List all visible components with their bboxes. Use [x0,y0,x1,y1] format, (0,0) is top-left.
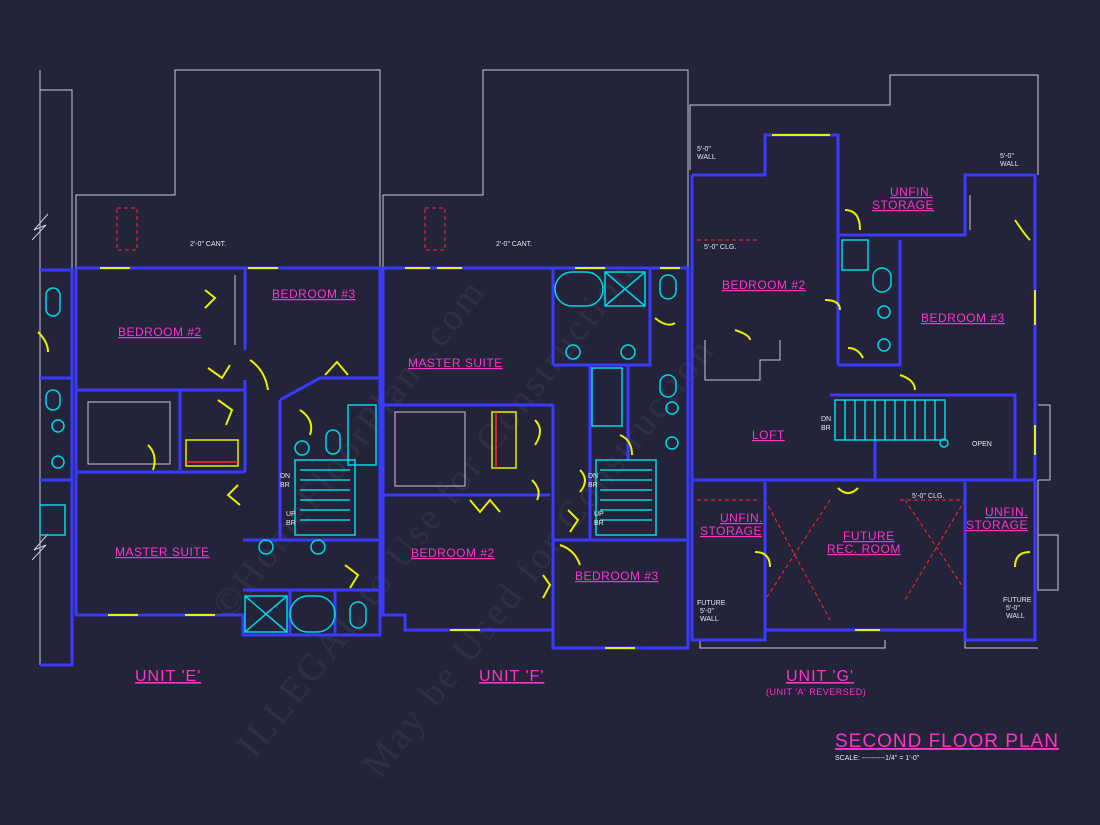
unit-label-g: UNIT 'G' [786,668,854,685]
note-future-wall-right-3: WALL [1006,613,1025,620]
drawing-title: SECOND FLOOR PLAN [835,731,1059,752]
room-label-g-bedroom-2: BEDROOM #2 [722,278,806,292]
room-label-g-bedroom-3: BEDROOM #3 [921,311,1005,325]
closets [87,195,971,487]
note-clg-bedroom-2: 5'-0" CLG. [704,244,736,251]
drawing-scale: SCALE: ----------1/4" = 1'-0" [835,755,920,762]
note-cant-f: 2'-0" CANT. [496,241,532,248]
break-line-marks [31,213,49,561]
note-f-dn: DN [588,473,598,480]
room-label-g-unfin-storage-left-line2: STORAGE [700,524,762,538]
note-e-br: BR [280,482,290,489]
unit-label-e: UNIT 'E' [135,668,201,685]
note-clg-right: 5'-0" CLG. [912,493,944,500]
note-e-up: UP [286,511,296,518]
note-wall-top-right-2: WALL [1000,161,1019,168]
room-label-f-bedroom-3: BEDROOM #3 [575,569,659,583]
unit-label-f: UNIT 'F' [479,668,544,685]
room-label-g-loft: LOFT [752,428,785,442]
plumbing-fixtures [39,239,949,633]
room-label-e-bedroom-3: BEDROOM #3 [272,287,356,301]
room-label-e-master-suite: MASTER SUITE [115,545,210,559]
room-label-f-bedroom-2: BEDROOM #2 [411,546,495,560]
note-wall-top-right-1: 5'-0" [1000,153,1014,160]
doors [37,209,1031,599]
unit-sublabel-g: (UNIT 'A' REVERSED) [766,687,866,697]
room-label-g-unfin-storage-right-line1: UNFIN. [985,505,1028,519]
note-open: OPEN [972,441,992,448]
note-future-wall-left-1: FUTURE [697,600,726,607]
room-label-e-bedroom-2: BEDROOM #2 [118,325,202,339]
note-future-wall-right-2: 5'-0" [1006,605,1020,612]
room-label-g-unfin-storage-left-line1: UNFIN. [720,511,763,525]
dashed-ceiling-lines [116,207,966,621]
note-g-br: BR [821,425,831,432]
note-e-br-2: BR [286,520,296,527]
cabinets [185,411,517,469]
note-wall-top-left-2: WALL [697,154,716,161]
room-label-f-master-suite: MASTER SUITE [408,356,503,370]
note-e-dn: DN [280,473,290,480]
walls [40,133,1037,667]
annotations: 2'-0" CANT. 2'-0" CANT. 5'-0" CLG. 5'-0"… [190,146,1032,623]
room-label-g-unfin-storage-top-line1: UNFIN. [890,185,933,199]
note-g-dn: DN [821,416,831,423]
room-label-g-unfin-storage-right-line2: STORAGE [966,518,1028,532]
room-label-g-future-rec-line1: FUTURE [843,529,895,543]
note-future-wall-left-2: 5'-0" [700,608,714,615]
note-future-wall-right-1: FUTURE [1003,597,1032,604]
note-f-br: BR [588,482,598,489]
note-f-br-2: BR [594,520,604,527]
windows [100,134,1036,649]
note-wall-top-left-1: 5'-0" [697,146,711,153]
room-label-g-unfin-storage-top-line2: STORAGE [872,198,934,212]
note-f-up: UP [594,511,604,518]
note-cant-e: 2'-0" CANT. [190,241,226,248]
note-future-wall-left-3: WALL [700,616,719,623]
roof-outlines [39,69,1059,665]
room-label-g-future-rec-line2: REC. ROOM [827,542,901,556]
